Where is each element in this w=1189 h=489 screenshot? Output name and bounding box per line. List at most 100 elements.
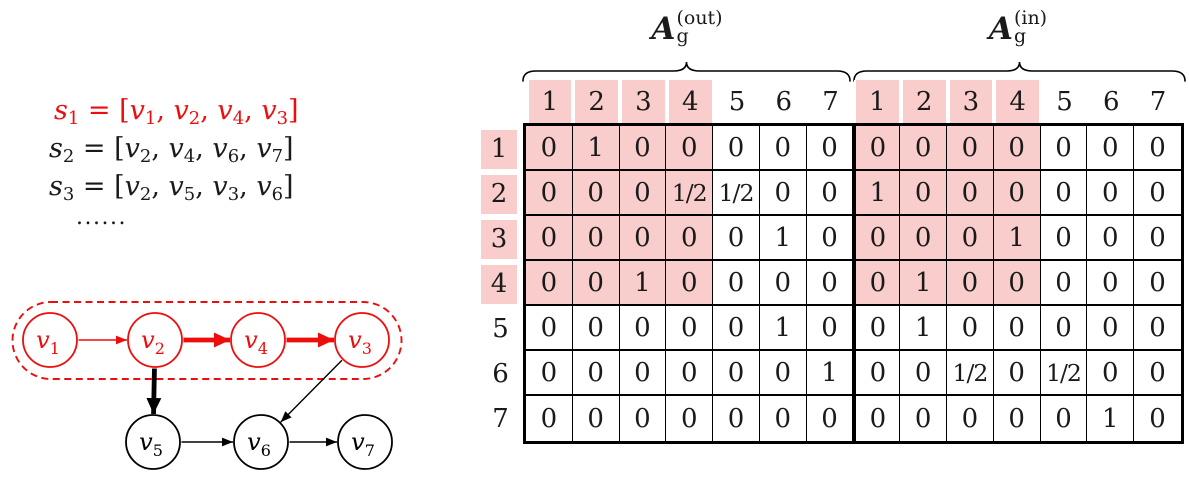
graph-node-v2 xyxy=(127,312,183,368)
sequence-separator: , xyxy=(239,133,257,164)
matrix-cell-out-2-1: 0 xyxy=(526,171,573,216)
col-header-in-1: 1 xyxy=(853,80,901,123)
sequence-separator: , xyxy=(195,171,213,202)
matrix-cell-in-6-1: 0 xyxy=(853,351,901,396)
matrix-cell-in-5-5: 0 xyxy=(1040,306,1088,351)
matrix-cell-out-3-1: 0 xyxy=(526,216,573,261)
matrix-cell-out-4-7: 0 xyxy=(806,261,854,306)
sequence-separator: , xyxy=(195,133,213,164)
vertex-symbol: v xyxy=(256,133,272,164)
vertex-subscript: 1 xyxy=(50,339,60,358)
matrix-cell-in-6-3: 1/2 xyxy=(947,351,994,396)
sequence-var: s xyxy=(54,95,68,126)
matrix-cell-in-7-6: 1 xyxy=(1087,396,1135,441)
graph-node-v1 xyxy=(22,312,78,368)
vertex-symbol: v xyxy=(212,171,228,202)
graph-edge-v2-v5 xyxy=(146,368,162,415)
vertex-symbol: v xyxy=(244,326,258,354)
row-header-2: 2 xyxy=(481,171,520,217)
matrix-cell-in-6-2: 0 xyxy=(900,351,948,396)
matrix-cell-in-6-7: 0 xyxy=(1134,351,1181,396)
col-header-out-5: 5 xyxy=(728,86,746,117)
graph-node-label: v5 xyxy=(139,428,163,460)
vertex-subscript: 7 xyxy=(271,146,284,167)
graph-node-v7 xyxy=(337,414,393,470)
matrix-cell-out-5-3: 0 xyxy=(619,306,667,351)
vertex-symbol: v xyxy=(217,95,233,126)
row-header-4: 4 xyxy=(481,261,520,307)
matrix-cell-in-5-6: 0 xyxy=(1087,306,1135,351)
matrix-cell-in-4-5: 0 xyxy=(1040,261,1088,306)
matrix-cell-in-1-4: 0 xyxy=(993,126,1041,171)
vertex-symbol: v xyxy=(168,133,184,164)
col-header-in-5: 5 xyxy=(1056,86,1073,117)
sequence-eq-open: = [ xyxy=(74,133,125,164)
matrix-cell-in-7-3: 0 xyxy=(947,396,994,441)
vertex-symbol: v xyxy=(168,171,184,202)
col-header-out-2: 2 xyxy=(573,80,621,123)
matrix-cell-out-6-2: 0 xyxy=(572,351,620,396)
matrix-cell-in-1-5: 0 xyxy=(1040,126,1088,171)
sequence-line: s2 = [v2, v4, v6, v7] xyxy=(49,130,299,168)
matrix-subscript: g xyxy=(1013,25,1027,47)
row-header-5: 5 xyxy=(492,314,509,344)
matrix-cell-in-2-2: 0 xyxy=(900,171,948,216)
matrix-cell-out-1-1: 0 xyxy=(526,126,573,171)
matrix-cell-out-5-2: 0 xyxy=(572,306,620,351)
matrix-cell-in-4-2: 1 xyxy=(900,261,948,306)
sequence-close: ] xyxy=(283,133,294,164)
vertex-subscript: 3 xyxy=(227,184,240,205)
matrix-cell-in-1-1: 0 xyxy=(853,126,901,171)
row-header-1: 1 xyxy=(481,126,520,172)
matrix-cell-out-6-3: 0 xyxy=(619,351,667,396)
brace-in xyxy=(853,61,1186,82)
vertex-subscript: 5 xyxy=(153,441,163,460)
matrix-cell-in-7-2: 0 xyxy=(900,396,948,441)
col-header-out-6: 6 xyxy=(775,86,793,117)
matrix-cell-out-1-7: 0 xyxy=(806,126,854,171)
matrix-cell-in-3-5: 0 xyxy=(1040,216,1088,261)
matrix-cell-in-1-6: 0 xyxy=(1087,126,1135,171)
vertex-subscript: 2 xyxy=(139,146,152,167)
matrix-subscript: g xyxy=(676,25,689,47)
matrix-cell-in-6-6: 0 xyxy=(1087,351,1135,396)
row-header-7: 7 xyxy=(492,404,509,434)
sequence-close: ] xyxy=(283,171,294,202)
matrix-superscript: (out) xyxy=(676,7,723,29)
graph-node-label: v2 xyxy=(141,326,165,358)
col-header-in-7: 7 xyxy=(1149,86,1167,117)
vertex-subscript: 4 xyxy=(183,146,196,167)
matrix-superscript: (in) xyxy=(1013,7,1048,29)
vertex-symbol: v xyxy=(247,428,261,456)
matrix-symbol: A xyxy=(651,11,676,47)
matrix-symbol: A xyxy=(988,11,1013,47)
graph-node-v6 xyxy=(233,414,289,470)
matrix-cell-out-6-7: 1 xyxy=(806,351,854,396)
row-header-3: 3 xyxy=(481,216,520,262)
matrix-cell-out-4-1: 0 xyxy=(526,261,573,306)
matrix-cell-in-2-5: 0 xyxy=(1040,171,1088,216)
matrix-cell-in-5-2: 1 xyxy=(900,306,948,351)
matrix-cell-in-4-7: 0 xyxy=(1134,261,1181,306)
sequence-var-sub: 2 xyxy=(62,146,75,167)
matrix-cell-out-7-6: 0 xyxy=(760,396,807,441)
matrix-cell-in-7-4: 0 xyxy=(994,396,1041,441)
sequence-separator: , xyxy=(244,95,262,126)
graph-node-label: v4 xyxy=(244,326,268,358)
matrix-cell-in-2-7: 0 xyxy=(1134,171,1181,216)
sequence-line: s3 = [v2, v5, v3, v6] xyxy=(49,168,299,206)
vertex-symbol: v xyxy=(351,428,365,456)
matrix-cell-out-1-5: 0 xyxy=(713,126,760,171)
col-header-out-7: 7 xyxy=(822,86,839,117)
graph-node-label: v3 xyxy=(348,326,372,358)
vertex-subscript: 7 xyxy=(365,441,375,460)
matrix-cell-in-2-6: 0 xyxy=(1087,171,1135,216)
vertex-subscript: 1 xyxy=(144,108,157,129)
matrix-cell-in-3-4: 1 xyxy=(993,216,1041,261)
graph-edge-v3-v6 xyxy=(280,359,343,423)
matrix-cell-out-2-7: 0 xyxy=(806,171,854,216)
matrix-cell-out-7-5: 0 xyxy=(713,396,760,441)
